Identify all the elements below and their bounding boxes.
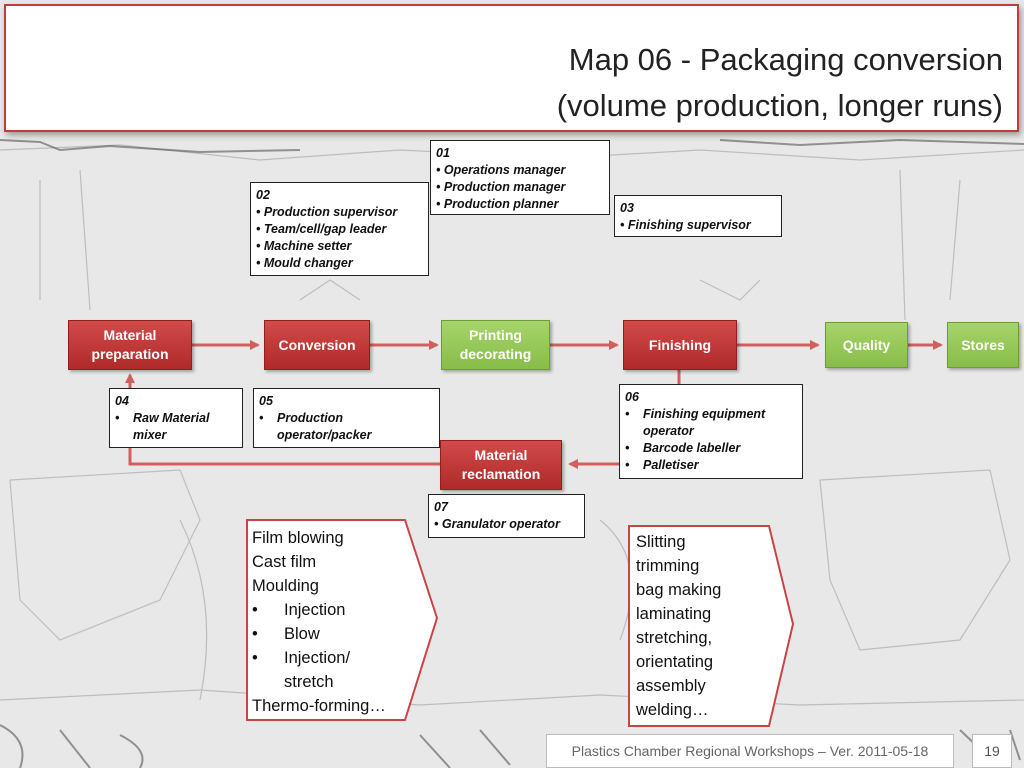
callout-line: Film blowing [252,529,344,547]
role-item: Barcode labeller [625,440,797,457]
role-item: Production operator/packer [259,410,434,444]
role-item: Production planner [436,196,604,213]
role-box-number: 07 [434,500,448,514]
role-item: Production supervisor [256,204,423,221]
role-item: Raw Material mixer [115,410,237,444]
role-box-05: 05 Production operator/packer [253,388,440,448]
role-item: Team/cell/gap leader [256,221,423,238]
page-number-text: 19 [984,743,1000,759]
step-quality: Quality [825,322,908,368]
title-line-1: Map 06 - Packaging conversion [568,42,1003,77]
callout-bullet: Injection [252,598,386,622]
role-box-number: 01 [436,146,450,160]
role-item: Production manager [436,179,604,196]
step-stores: Stores [947,322,1019,368]
step-label: Stores [961,336,1005,353]
role-item: Finishing supervisor [620,217,776,234]
role-box-number: 03 [620,201,634,215]
callout-line: welding… [636,701,709,719]
role-box-04: 04 Raw Material mixer [109,388,243,448]
callout-line: Thermo-forming… [252,697,386,715]
step-conversion: Conversion [264,320,370,370]
step-label: Printing decorating [459,327,532,362]
step-label: Material reclamation [461,447,541,482]
role-item: Operations manager [436,162,604,179]
finishing-callout-shape [628,525,795,727]
role-item: Palletiser [625,457,797,474]
step-label: Finishing [648,336,712,353]
role-item: Mould changer [256,255,423,272]
role-box-number: 04 [115,394,129,408]
callout-line: Slitting [636,533,686,551]
role-box-number: 06 [625,390,639,404]
callout-line: assembly [636,677,706,695]
callout-line: stretch [284,673,334,691]
role-box-06: 06 Finishing equipment operator Barcode … [619,384,803,479]
role-box-number: 05 [259,394,273,408]
role-box-number: 02 [256,188,270,202]
step-label: Material preparation [91,327,169,362]
callout-line: orientating [636,653,714,671]
callout-line: laminating [636,605,712,623]
role-item: Machine setter [256,238,423,255]
callout-line: bag making [636,581,722,599]
role-box-01: 01 Operations manager Production manager… [430,140,610,215]
step-label: Conversion [278,336,356,353]
callout-bullet: Blow [252,622,386,646]
role-item: Finishing equipment operator [625,406,797,440]
callout-line: trimming [636,557,700,575]
role-item: Granulator operator [434,516,579,533]
conversion-callout: Film blowing Cast film Moulding Injectio… [252,526,386,718]
footer: Plastics Chamber Regional Workshops – Ve… [546,734,954,768]
title-panel: Map 06 - Packaging conversion (volume pr… [4,4,1019,132]
finishing-callout: Slitting trimming bag making laminating … [636,530,721,722]
step-label: Quality [842,336,891,353]
title-line-2: (volume production, longer runs) [556,88,1003,123]
footer-text: Plastics Chamber Regional Workshops – Ve… [571,743,929,759]
page-number: 19 [972,734,1012,768]
step-material-reclamation: Material reclamation [440,440,562,490]
callout-line: stretching, [636,629,713,647]
callout-line: Cast film [252,553,317,571]
step-printing-decorating: Printing decorating [441,320,550,370]
callout-bullet: Injection/ [252,646,386,670]
step-material-preparation: Material preparation [68,320,192,370]
callout-line: Moulding [252,577,319,595]
role-box-07: 07 Granulator operator [428,494,585,538]
role-box-02: 02 Production supervisor Team/cell/gap l… [250,182,429,276]
role-box-03: 03 Finishing supervisor [614,195,782,237]
step-finishing: Finishing [623,320,737,370]
